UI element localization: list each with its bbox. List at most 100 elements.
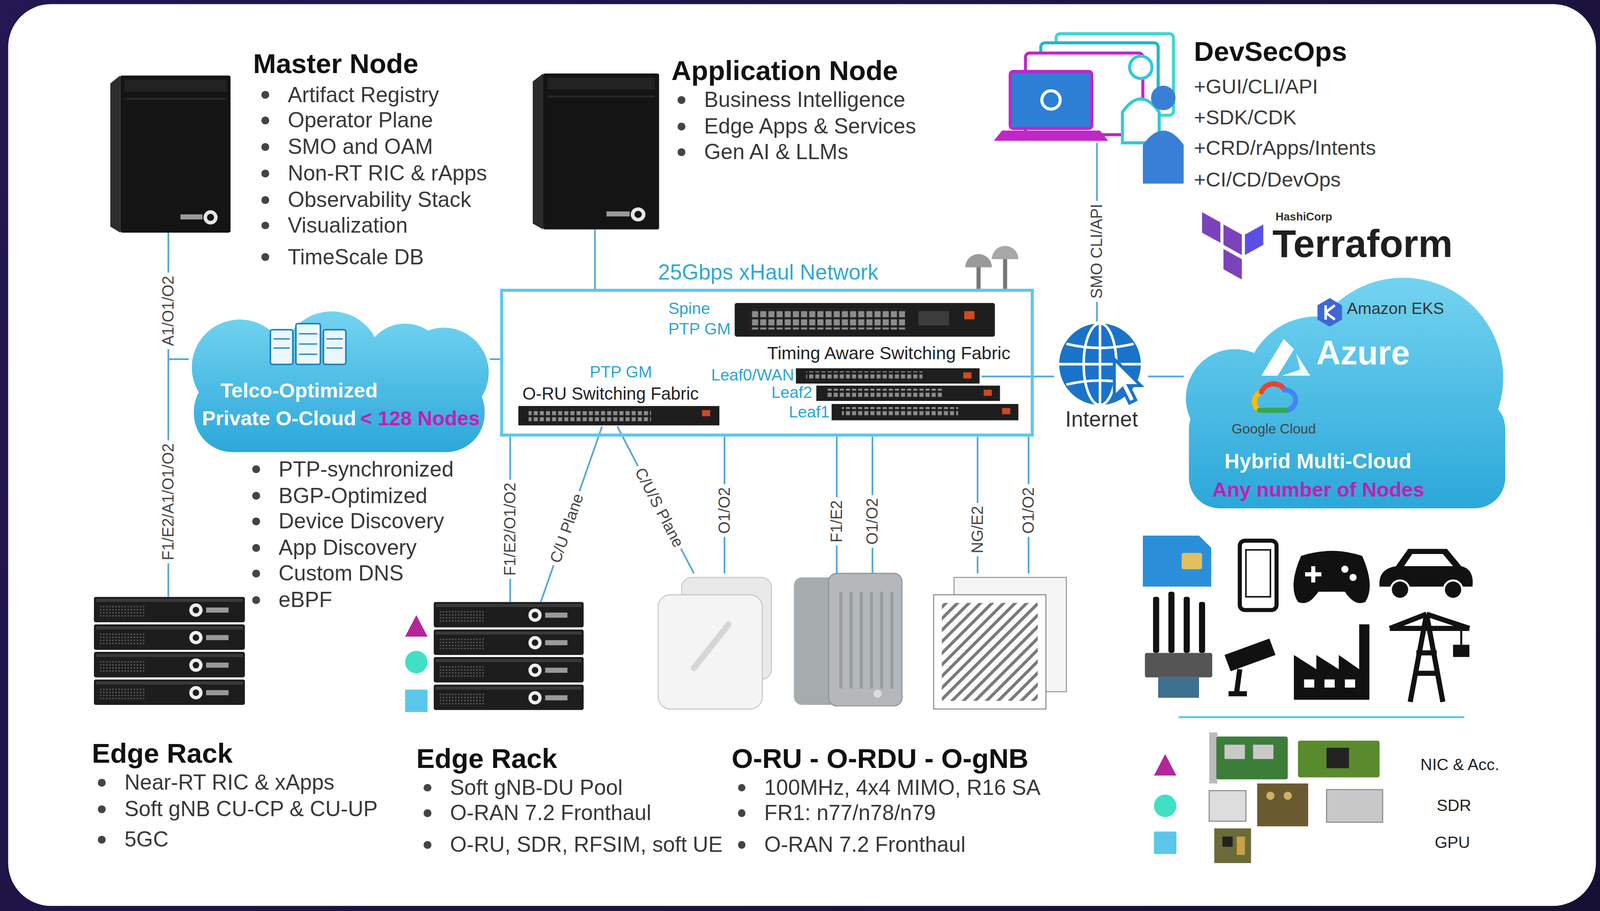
bullet-item: Non-RT RIC & rApps bbox=[259, 160, 488, 186]
edge-rack: Edge RackSoft gNB-DU PoolO-RAN 7.2 Front… bbox=[403, 601, 730, 859]
list-item: +GUI/CLI/API bbox=[1193, 74, 1318, 99]
legend-swatch bbox=[1152, 830, 1178, 856]
legend-swatch bbox=[1152, 753, 1178, 778]
device-icon bbox=[1349, 574, 1357, 582]
edge-label: O1/O2 bbox=[862, 495, 882, 548]
node-heading: DevSecOps bbox=[1193, 34, 1347, 68]
cloud-outline bbox=[326, 338, 344, 340]
fabric-label: Timing Aware Switching Fabric bbox=[767, 342, 1011, 365]
hardware-photo bbox=[1252, 744, 1274, 760]
connector bbox=[981, 375, 1055, 378]
edge-label: SMO CLI/API bbox=[1087, 200, 1107, 302]
cloud-outline bbox=[1317, 297, 1342, 327]
device-icon bbox=[1443, 580, 1463, 599]
network-switch bbox=[918, 311, 949, 326]
device-icon bbox=[1389, 614, 1470, 702]
network-switch bbox=[1002, 407, 1011, 415]
cloud-outline bbox=[1259, 407, 1286, 413]
bullet-item: Operator Plane bbox=[259, 106, 434, 133]
connector bbox=[1148, 375, 1184, 378]
switch-label: Leaf0/WAN bbox=[711, 366, 795, 385]
bullet-item: FR1: n77/n78/n79 bbox=[735, 799, 936, 826]
radio-unit bbox=[840, 591, 892, 689]
cloud-outline bbox=[273, 333, 344, 355]
switch-node: SpinePTP GMTiming Aware Switching Fabric bbox=[665, 297, 1021, 364]
server-node: Master NodeArtifact RegistryOperator Pla… bbox=[106, 43, 495, 272]
network-switch bbox=[701, 410, 711, 417]
bullet-item: Business Intelligence bbox=[675, 86, 906, 113]
radio-group: O-RU - O-RDU - O-gNB100MHz, 4x4 MIMO, R1… bbox=[648, 573, 1072, 858]
device-icon bbox=[1181, 553, 1203, 570]
hardware-photo bbox=[1297, 740, 1380, 778]
bullet-item: BGP-Optimized bbox=[250, 482, 428, 509]
logo-text: Terraform bbox=[1272, 220, 1453, 268]
device-icon bbox=[1239, 540, 1277, 611]
device-icon bbox=[1145, 652, 1213, 678]
device-icon bbox=[1228, 669, 1247, 694]
bullet-item: 5GC bbox=[96, 826, 169, 852]
globe-icon bbox=[1058, 323, 1141, 406]
globe-icon bbox=[1058, 363, 1141, 366]
cloud-outline bbox=[1185, 277, 1505, 508]
device-icon bbox=[1142, 535, 1473, 702]
cloud-title: Private O-Cloud bbox=[202, 406, 357, 431]
bullet-item: Visualization bbox=[259, 212, 408, 238]
device-icon bbox=[1341, 565, 1349, 573]
cloud-outline bbox=[1254, 391, 1262, 411]
gps-antenna bbox=[965, 253, 993, 268]
device-icon bbox=[1293, 624, 1370, 701]
bullet-item: SMO and OAM bbox=[259, 133, 434, 160]
radio-unit bbox=[828, 573, 902, 706]
hardware-photo bbox=[1224, 744, 1246, 760]
node-heading: Master Node bbox=[253, 46, 419, 81]
legend-swatch bbox=[1152, 793, 1178, 819]
server-tower bbox=[110, 75, 231, 233]
devsecops-icon bbox=[1010, 71, 1093, 129]
cloud-outline bbox=[191, 311, 489, 453]
legend-text: NIC & Acc. bbox=[1420, 754, 1500, 775]
radio-unit bbox=[873, 689, 882, 699]
edge-label: O1/O2 bbox=[714, 484, 735, 537]
network-switch bbox=[964, 311, 975, 320]
gps-antenna bbox=[965, 245, 1019, 289]
edge-label: NG/E2 bbox=[968, 502, 988, 557]
network-switch bbox=[831, 404, 1019, 421]
network-switch bbox=[795, 368, 980, 384]
bullet-item: 100MHz, 4x4 MIMO, R16 SA bbox=[735, 774, 1041, 801]
network-switch bbox=[963, 372, 972, 379]
legend-text: SDR bbox=[1436, 795, 1472, 816]
cloud-outline bbox=[270, 329, 294, 365]
node-heading: Application Node bbox=[671, 53, 899, 87]
edge-label: A1/O1/O2 bbox=[158, 272, 178, 350]
globe-icon bbox=[1058, 323, 1141, 406]
bullet-item: Artifact Registry bbox=[259, 81, 439, 108]
bullet-item: O-RAN 7.2 Fronthaul bbox=[421, 799, 652, 826]
device-icon bbox=[1453, 644, 1470, 658]
devsecops-icon bbox=[1151, 85, 1176, 111]
devsecops-icon bbox=[993, 33, 1184, 195]
server-tower bbox=[110, 73, 659, 233]
device-icon bbox=[1245, 550, 1271, 598]
cloud-outline bbox=[270, 323, 347, 365]
fabric-label: O-RU Switching Fabric bbox=[522, 383, 699, 405]
bullet-item: Device Discovery bbox=[250, 507, 445, 534]
cloud-outline bbox=[1325, 305, 1335, 320]
edge-label: F1/E2/A1/O1/O2 bbox=[158, 440, 178, 564]
bullet-item: eBPF bbox=[250, 586, 333, 613]
radio-unit bbox=[658, 573, 1067, 709]
network-title: 25Gbps xHaul Network bbox=[658, 259, 879, 285]
hardware-photo bbox=[1326, 748, 1350, 769]
connector bbox=[594, 229, 596, 289]
hardware-symbol bbox=[404, 615, 428, 637]
edge-rack-icon bbox=[93, 596, 584, 710]
edge-rack-icon bbox=[93, 679, 245, 705]
edge-rack-icon bbox=[93, 596, 245, 623]
hardware-photo bbox=[1222, 836, 1233, 847]
hardware-photo bbox=[1236, 836, 1246, 856]
hardware-photo bbox=[1326, 789, 1383, 823]
terraform-logo bbox=[1244, 224, 1263, 255]
list-item: +SDK/CDK bbox=[1193, 105, 1297, 130]
cloud-outline bbox=[1188, 397, 1505, 508]
device-icon bbox=[1142, 535, 1212, 587]
